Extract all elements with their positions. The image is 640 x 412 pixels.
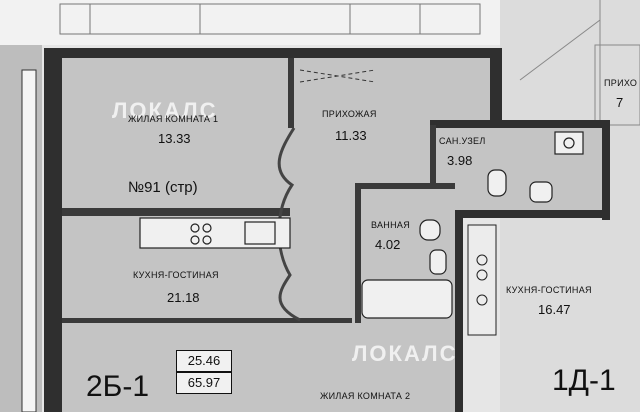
living-area-value: 25.46 xyxy=(187,353,221,368)
apartment-number: №91 (стр) xyxy=(128,179,198,196)
room-hall-name: ПРИХОЖАЯ xyxy=(322,109,377,119)
room-kitchen-name: КУХНЯ-ГОСТИНАЯ xyxy=(133,270,219,280)
room-living1-area: 13.33 xyxy=(158,131,191,146)
watermark-top: ЛОКАЛС xyxy=(112,98,218,123)
living-area-box: 25.46 xyxy=(176,350,232,372)
room-bathroom-area: 4.02 xyxy=(375,237,401,252)
apartment-type-left: 2Б-1 xyxy=(86,370,150,403)
apartment-type-right: 1Д-1 xyxy=(552,364,616,397)
room-bathroom-name: ВАННАЯ xyxy=(371,220,411,230)
room-right-top-area: 7 xyxy=(616,95,624,110)
room-bath-wc-name: САН.УЗЕЛ xyxy=(439,136,486,146)
room-kitchen-area: 21.18 xyxy=(167,290,200,305)
room-hall-area: 11.33 xyxy=(335,128,367,143)
room-living1-name: ЖИЛАЯ КОМНАТА 1 xyxy=(128,114,219,124)
total-area-box: 65.97 xyxy=(176,372,232,394)
total-area-value: 65.97 xyxy=(187,375,221,390)
room-kitchen-right-name: КУХНЯ-ГОСТИНАЯ xyxy=(506,285,592,295)
watermark-bottom: ЛОКАЛС xyxy=(352,341,458,366)
room-right-top-name: ПРИХО xyxy=(604,78,638,88)
room-bath-wc-area: 3.98 xyxy=(447,153,473,168)
room-kitchen-right-area: 16.47 xyxy=(538,302,571,317)
room-living2-name: ЖИЛАЯ КОМНАТА 2 xyxy=(320,391,411,401)
